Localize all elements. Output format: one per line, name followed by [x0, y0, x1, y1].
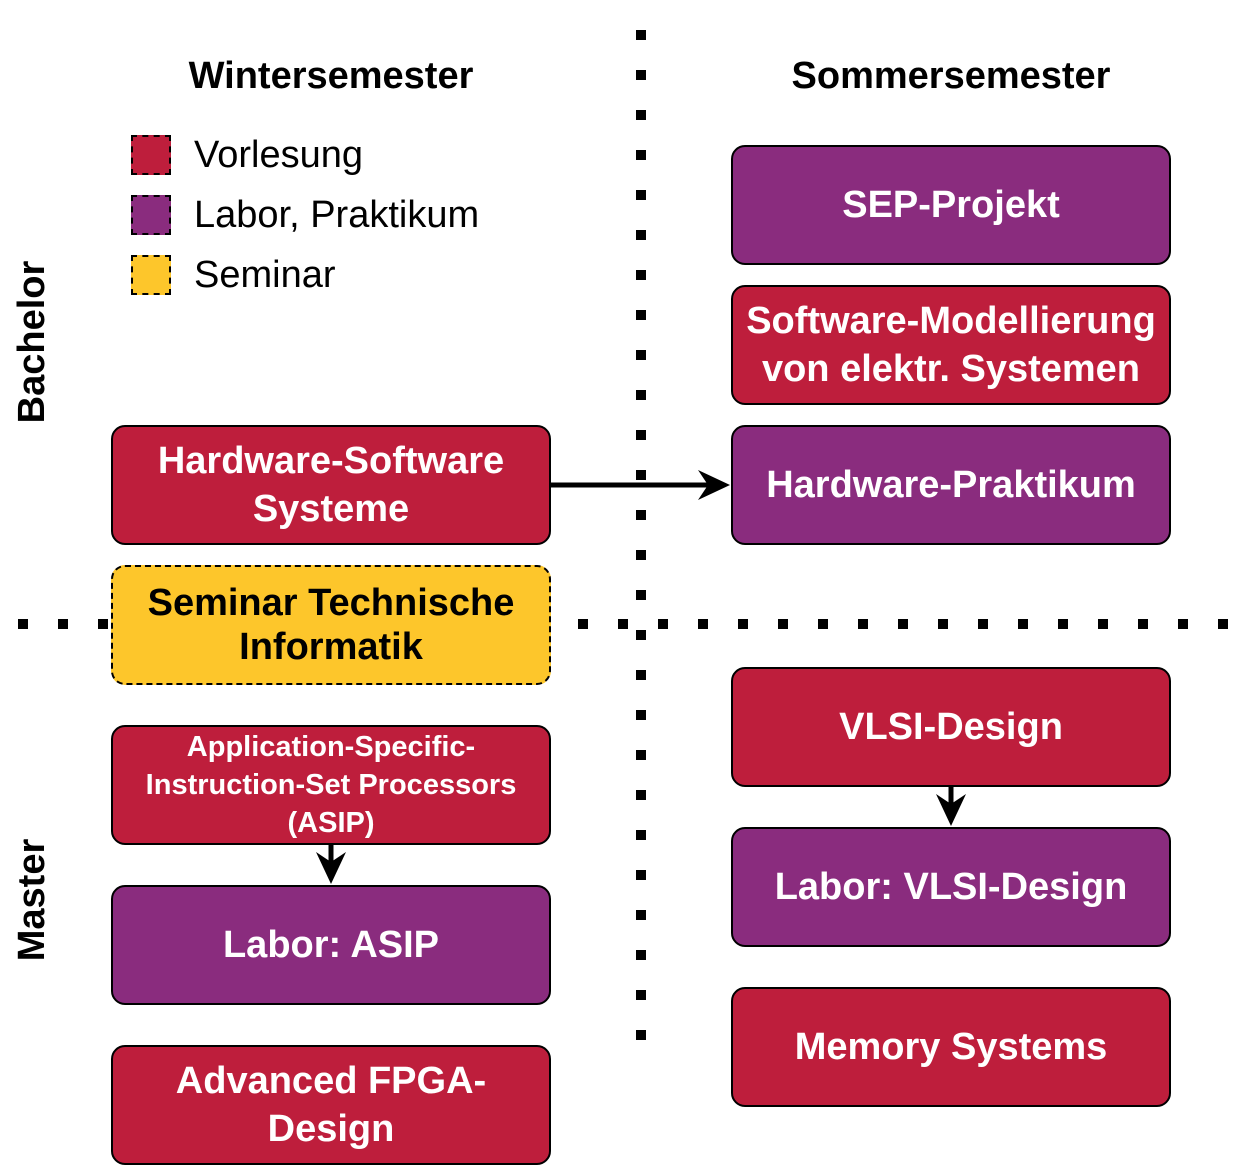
- column-title-summer: Sommersemester: [791, 55, 1111, 97]
- course-label: VLSI-Design: [839, 706, 1063, 748]
- course-label: SEP-Projekt: [842, 184, 1060, 226]
- course-label-line-2: von elektr. Systemen: [761, 348, 1141, 390]
- course-label-line-2: Informatik: [239, 626, 423, 668]
- course-vlsi-design: VLSI-Design: [731, 667, 1171, 787]
- legend-swatch-seminar: [131, 255, 171, 295]
- course-label: Memory Systems: [794, 1026, 1108, 1068]
- course-label-line-2: Systeme: [252, 488, 410, 530]
- course-advanced-fpga-design: Advanced FPGA- Design: [111, 1045, 551, 1165]
- course-label-line-1: Application-Specific-: [186, 731, 476, 763]
- course-label-line-1: Advanced FPGA-: [175, 1060, 487, 1102]
- course-software-modellierung: Software-Modellierung von elektr. System…: [731, 285, 1171, 405]
- course-asip: Application-Specific- Instruction-Set Pr…: [111, 725, 551, 845]
- course-memory-systems: Memory Systems: [731, 987, 1171, 1107]
- course-sep-projekt: SEP-Projekt: [731, 145, 1171, 265]
- course-label-line-3: (ASIP): [287, 807, 375, 839]
- course-label: Labor: VLSI-Design: [774, 866, 1128, 908]
- course-hardware-software-systeme: Hardware-Software Systeme: [111, 425, 551, 545]
- arrow-hw-sw-to-hw-praktikum: [551, 470, 730, 500]
- row-label-bachelor: Bachelor: [11, 260, 53, 424]
- legend-label-vorlesung: Vorlesung: [194, 134, 364, 176]
- course-label: Hardware-Praktikum: [766, 464, 1136, 506]
- legend-label-labor: Labor, Praktikum: [194, 194, 480, 236]
- legend-swatch-labor: [131, 195, 171, 235]
- row-label-master: Master: [11, 838, 53, 962]
- legend-label-seminar: Seminar: [194, 254, 336, 296]
- course-labor-vlsi-design: Labor: VLSI-Design: [731, 827, 1171, 947]
- course-hardware-praktikum: Hardware-Praktikum: [731, 425, 1171, 545]
- course-labor-asip: Labor: ASIP: [111, 885, 551, 1005]
- course-label: Labor: ASIP: [222, 924, 440, 966]
- arrow-vlsi-to-labor-vlsi: [936, 787, 966, 826]
- course-label-line-1: Seminar Technische: [147, 582, 515, 624]
- course-label-line-2: Instruction-Set Processors: [145, 769, 517, 801]
- course-label-line-1: Software-Modellierung: [746, 300, 1156, 342]
- course-label-line-1: Hardware-Software: [157, 440, 505, 482]
- course-seminar-technische-informatik: Seminar Technische Informatik: [111, 565, 551, 685]
- legend-swatch-vorlesung: [131, 135, 171, 175]
- column-title-winter: Wintersemester: [188, 55, 474, 97]
- arrow-asip-to-labor-asip: [316, 845, 346, 884]
- course-label-line-2: Design: [267, 1108, 395, 1150]
